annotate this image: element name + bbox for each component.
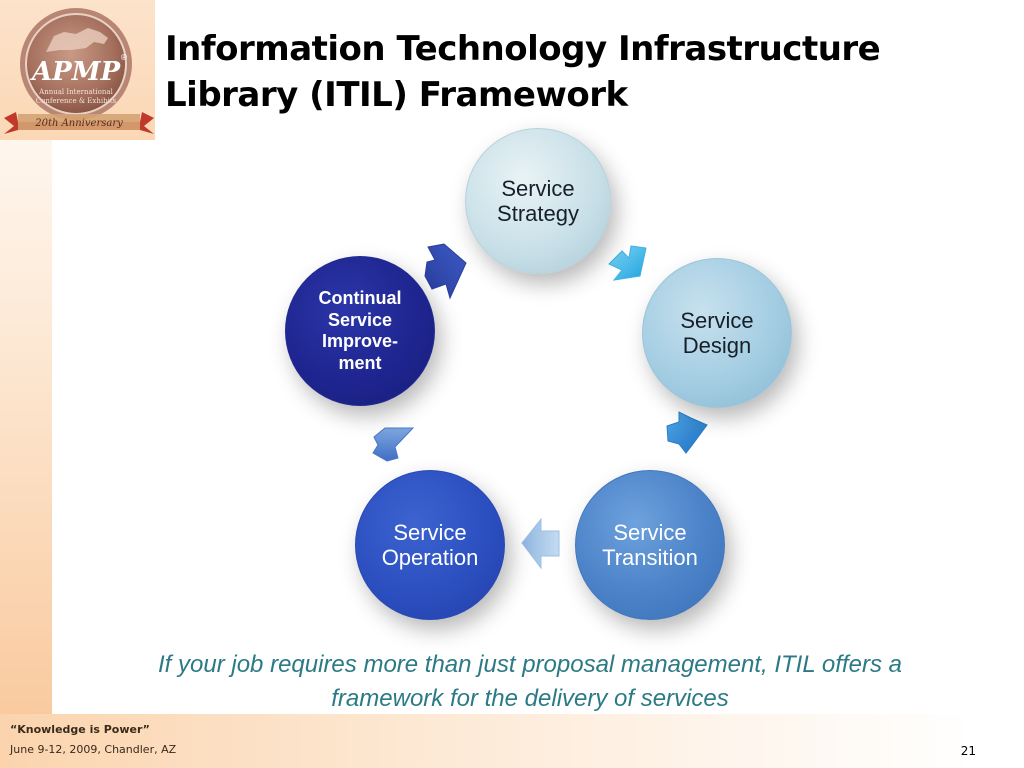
- service-strategy-node: Service Strategy: [465, 128, 611, 274]
- continual-service-improvement-label: Continual Service Improve- ment: [318, 288, 402, 373]
- slide-title: Information Technology Infrastructure Li…: [165, 29, 881, 115]
- logo-subtitle-line-1: Annual International: [38, 88, 113, 96]
- apmp-logo-graphic: APMP ® Annual International Conference &…: [4, 8, 154, 134]
- service-operation-node: Service Operation: [355, 470, 505, 620]
- logo-subtitle-line-2: Conference & Exhibits: [36, 97, 117, 105]
- continual-service-improvement-node: Continual Service Improve- ment: [285, 256, 435, 406]
- service-strategy-label: Service Strategy: [497, 176, 579, 226]
- arrow-design-to-transition-icon: [666, 411, 708, 454]
- logo-wordmark: APMP: [29, 57, 122, 87]
- registered-mark: ®: [120, 53, 128, 62]
- arrow-csi-to-strategy-icon: [424, 243, 467, 300]
- horse-silhouette-icon: [46, 28, 108, 52]
- slide-caption: If your job requires more than just prop…: [158, 651, 902, 712]
- service-operation-label: Service Operation: [381, 520, 479, 570]
- service-design-node: Service Design: [642, 258, 792, 408]
- logo-ribbon-text: 20th Anniversary: [34, 118, 123, 129]
- slide-number: 21: [960, 744, 976, 758]
- service-design-label: Service Design: [680, 308, 754, 358]
- apmp-logo: APMP ® Annual International Conference &…: [2, 4, 154, 136]
- arrow-strategy-to-design-icon: [608, 245, 647, 281]
- arrow-transition-to-operation-icon: [521, 517, 560, 570]
- service-transition-label: Service Transition: [602, 520, 698, 570]
- service-transition-node: Service Transition: [575, 470, 725, 620]
- arrow-operation-to-csi-icon: [372, 427, 415, 462]
- footer-band: [0, 714, 1024, 768]
- footer-date-location: June 9-12, 2009, Chandler, AZ: [10, 743, 177, 756]
- footer-quote: “Knowledge is Power”: [10, 723, 150, 736]
